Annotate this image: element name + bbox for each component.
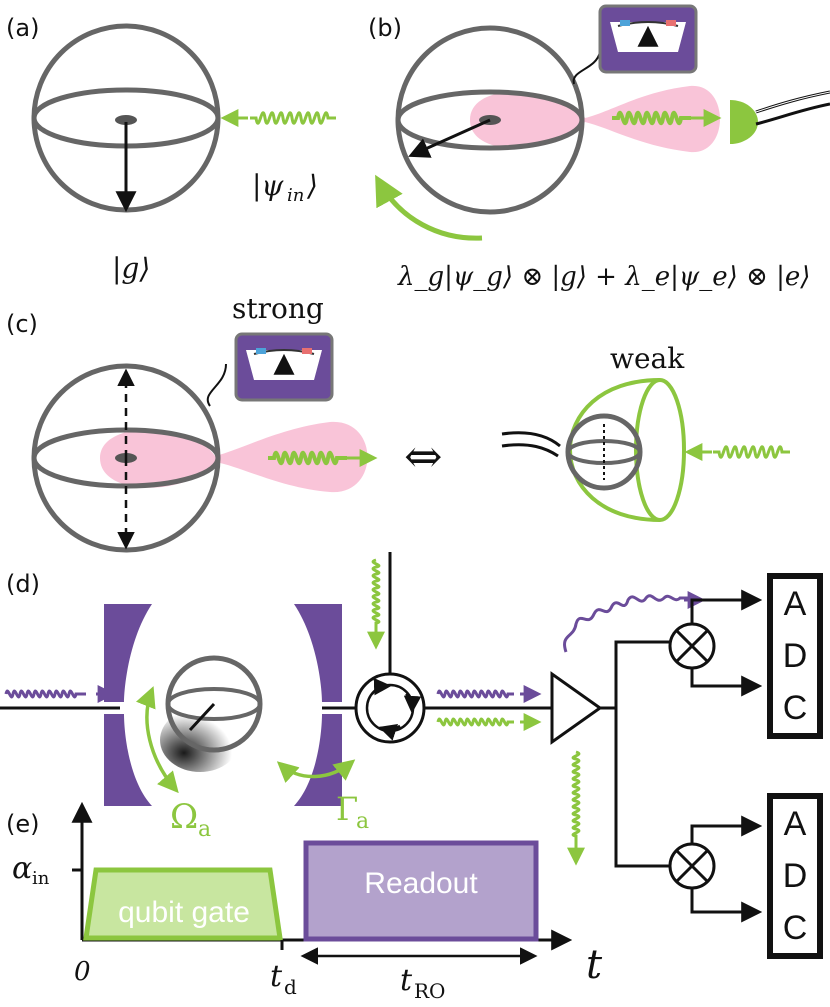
purple-wave-d [436,689,514,699]
bloch-sphere-c [31,363,221,553]
vertical-wave-d [371,558,381,633]
svg-text:A: A [784,585,807,623]
ground-ket: |g⟩ [112,252,150,285]
gamma-label: Γ a [336,790,369,834]
svg-text:RO: RO [414,979,445,1003]
output-wave-c [268,450,347,466]
psi-in-ket: |ψ in ⟩ [252,169,318,206]
qubit-gate-pulse [83,867,283,941]
svg-text:in: in [287,185,304,206]
svg-text:Γ: Γ [336,790,358,828]
panel-c-label: (c) [6,310,38,338]
alpha-in-label: α in [12,851,50,889]
omega-arrow [136,686,179,794]
weak-label: weak [610,342,685,375]
svg-text:A: A [784,805,807,843]
panel-e-label: (e) [6,810,40,838]
gate-label: qubit gate [118,896,250,929]
time-axis-label: t [586,942,603,988]
green-down-wave [571,750,581,842]
adc-top: A D C [767,573,823,739]
svg-text:d: d [284,975,297,999]
green-wave-d [436,717,514,727]
panel-d-label: (d) [6,570,40,598]
svg-text:t: t [270,959,283,994]
output-wave-b [612,110,691,126]
bloch-sphere-b [395,25,585,215]
tro-label: t RO [400,963,445,1003]
gamma-arrow [276,759,356,784]
readout-label: Readout [364,867,478,900]
svg-text:Ω: Ω [170,797,198,837]
svg-text:D: D [783,857,808,895]
meter-icon [598,4,698,74]
adc-bottom: A D C [767,793,823,959]
input-wave-c [713,445,790,459]
panel-b: (b) λ_g|ψ_g⟩ ⊗ |g⟩ + λ_e|ψ_e⟩ ⊗ |e⟩ [368,4,830,292]
svg-text:a: a [356,809,369,834]
readout-pulse [303,840,539,942]
omega-label: Ω a [170,797,211,842]
weak-cavity [501,378,686,522]
detector-icon [730,90,830,144]
pink-lobe-c [100,421,368,493]
panel-a: (a) |ψ in ⟩ |g⟩ [6,14,336,285]
svg-text:in: in [32,868,50,889]
bloch-sphere-d [160,655,263,772]
panel-e: (e) α in qubit gate Readout 0 t d t RO t [6,801,603,1003]
panel-a-label: (a) [6,14,39,42]
input-wave-d [4,689,86,699]
meter-icon [234,332,334,402]
pink-lobe-b [470,85,720,153]
input-wave-a [250,111,336,125]
panel-b-label: (b) [368,14,402,42]
svg-text:C: C [783,909,808,947]
state-formula: λ_g|ψ_g⟩ ⊗ |g⟩ + λ_e|ψ_e⟩ ⊗ |e⟩ [397,262,810,292]
svg-text:α: α [12,851,32,886]
rotation-arrow-b [375,174,483,241]
strong-label: strong [232,292,324,325]
svg-text:t: t [400,963,413,998]
tick-zero: 0 [74,957,91,987]
panel-d: (d) Ω a Γ a [0,552,823,959]
circulator-icon [354,672,426,744]
equivalence-symbol: ⇔ [404,429,443,483]
amplifier-icon [550,671,603,745]
svg-text:a: a [198,817,211,842]
svg-text:C: C [783,689,808,727]
mixer-icon [668,842,716,890]
bloch-sphere-a [31,23,221,213]
td-label: t d [270,959,297,999]
panel-c: (c) strong ⇔ weak [6,292,790,553]
svg-text:|ψ: |ψ [252,169,284,202]
purple-spiral-wave [563,594,688,653]
svg-text:D: D [783,637,808,675]
svg-text:⟩: ⟩ [306,169,318,202]
mixer-icon [668,622,716,670]
